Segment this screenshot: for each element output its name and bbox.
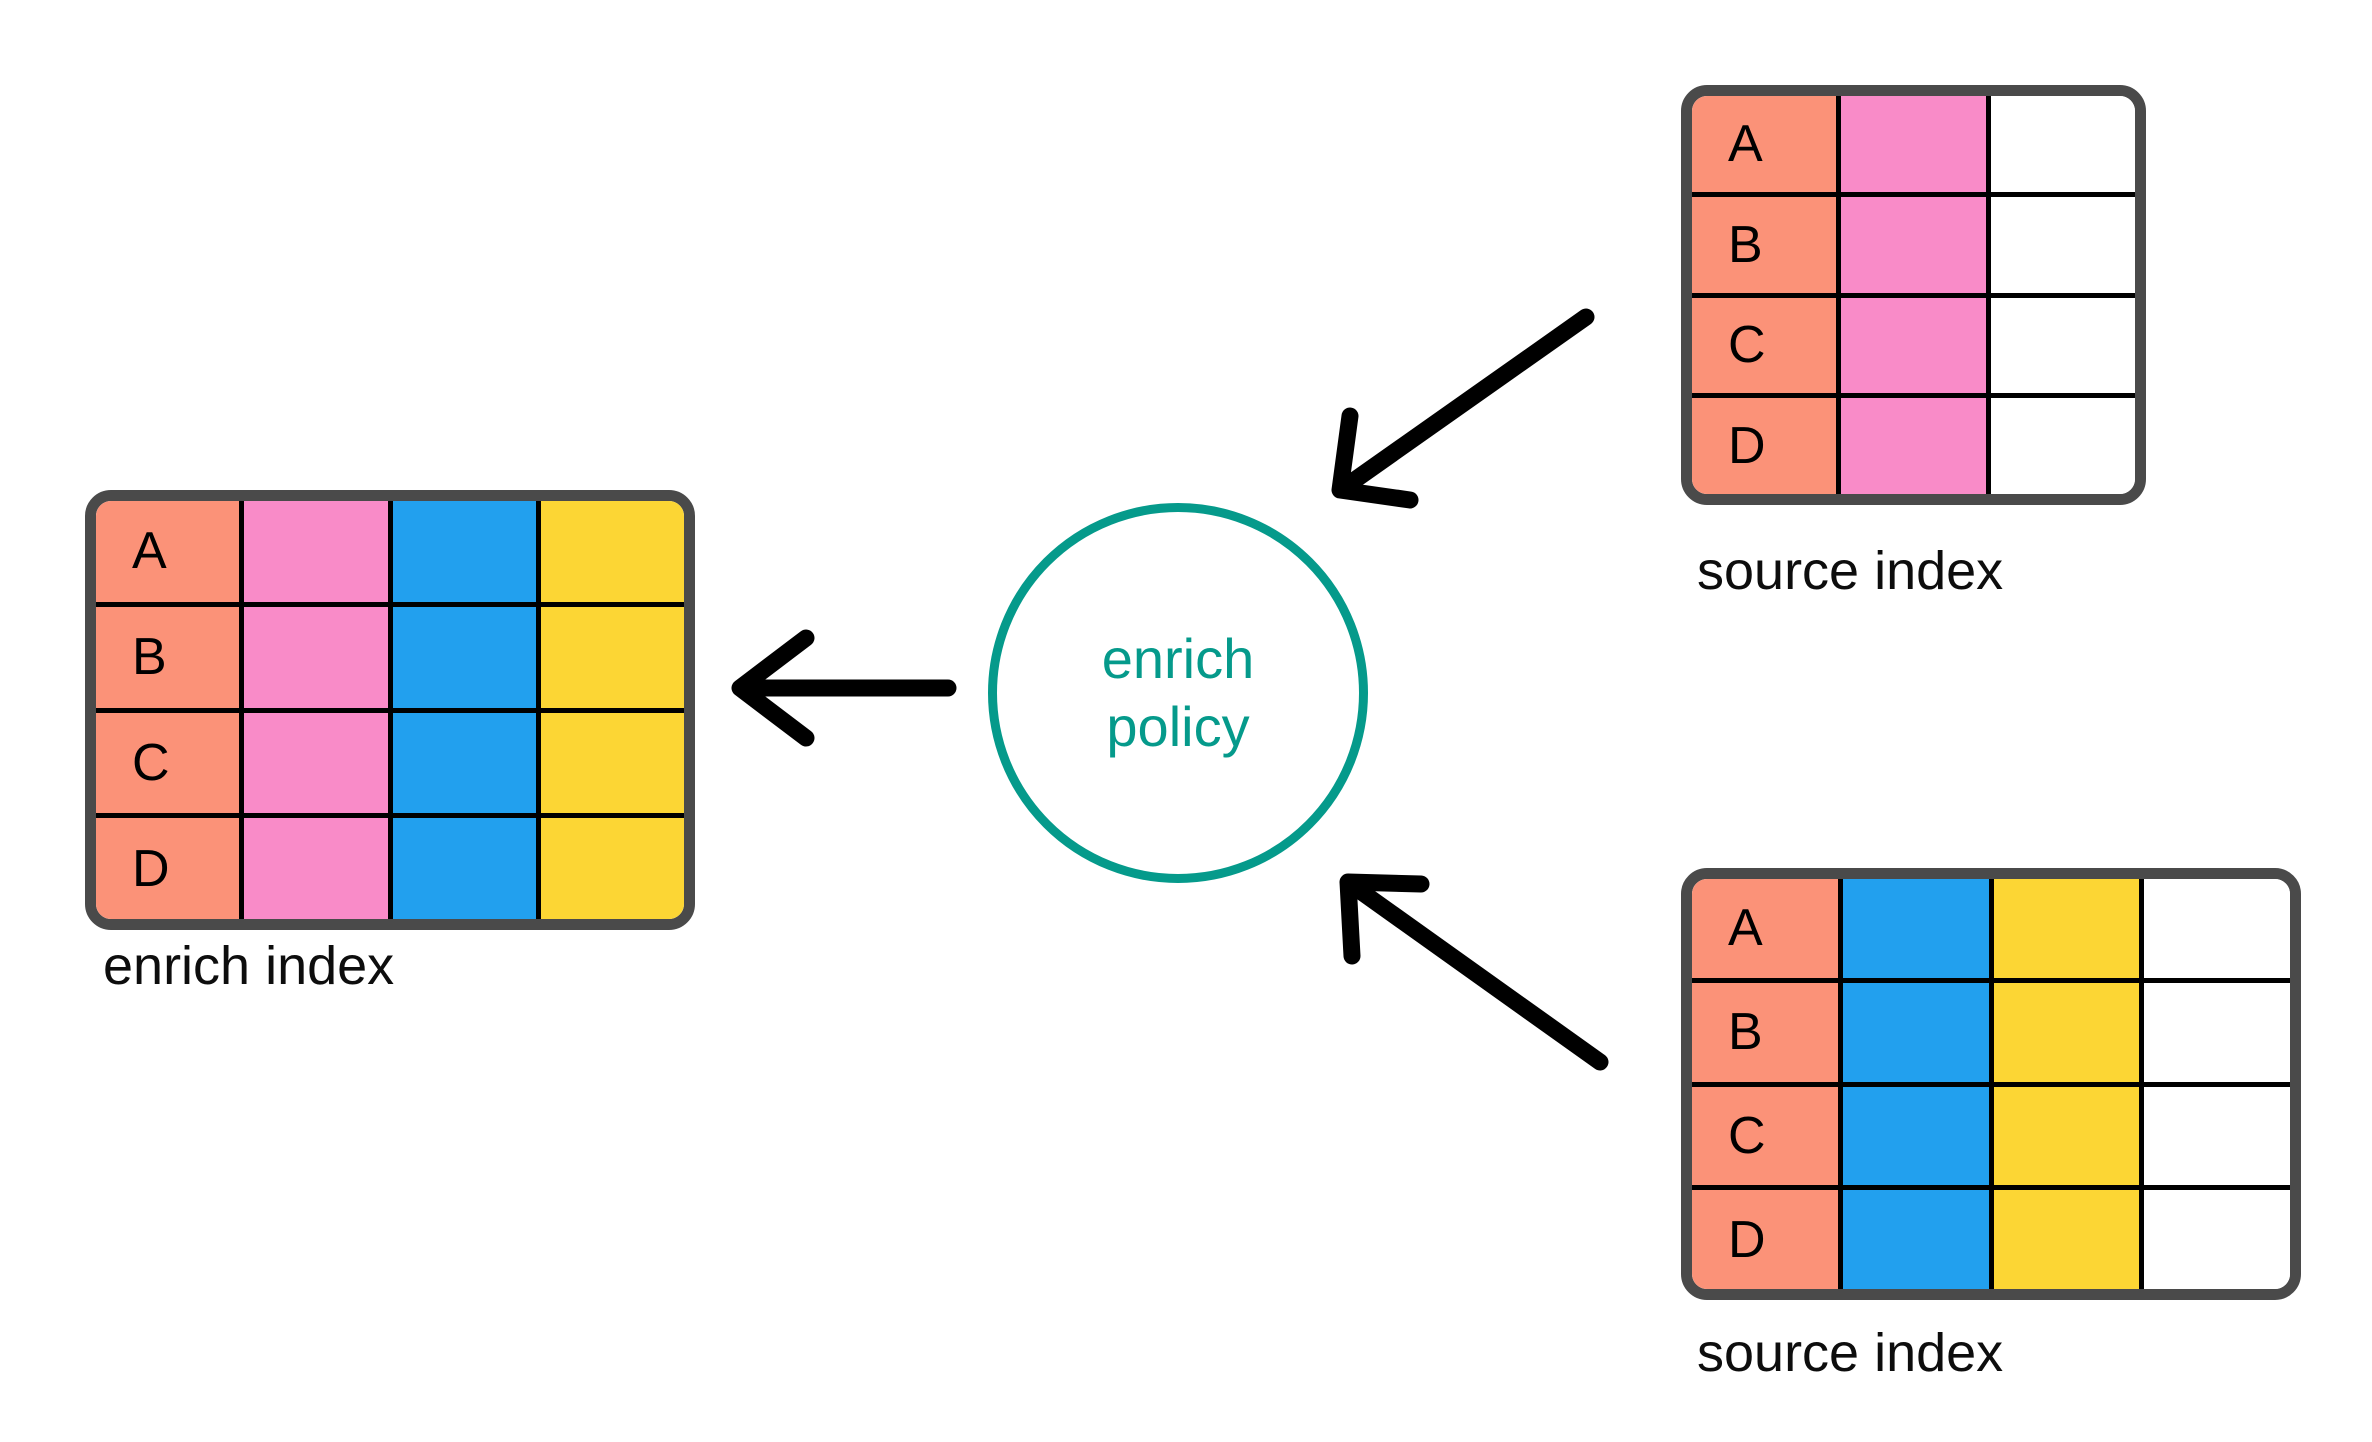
table-row: C: [96, 712, 684, 819]
arrow-top-source-to-policy-icon: [1331, 308, 1595, 509]
pink-field-cell: [1841, 398, 1991, 494]
pink-field-cell: [244, 606, 393, 708]
pink-field-cell: [1841, 96, 1991, 192]
key-cell: A: [96, 501, 245, 602]
key-letter: B: [1728, 1003, 1763, 1062]
source-index-top-caption: source index: [1697, 541, 2004, 601]
empty-field-cell: [1990, 297, 2135, 394]
blue-field-cell: [1842, 1190, 1994, 1289]
yellow-field-cell: [1993, 1190, 2145, 1289]
key-letter: A: [1728, 899, 1763, 958]
key-cell: D: [1692, 398, 1842, 494]
table-row: A: [1692, 879, 2290, 983]
key-cell: B: [1692, 982, 1843, 1082]
blue-field-cell: [392, 712, 541, 814]
pink-field-cell: [244, 501, 393, 602]
blue-field-cell: [392, 606, 541, 708]
yellow-field-cell: [540, 501, 684, 602]
key-letter: C: [132, 733, 170, 792]
enrich-policy-node: enrich policy: [988, 503, 1368, 883]
blue-field-cell: [1842, 879, 1994, 978]
yellow-field-cell: [540, 818, 684, 919]
policy-label-line2: policy: [1106, 695, 1250, 758]
table-row: A: [96, 501, 684, 607]
key-letter: B: [1728, 215, 1763, 274]
blue-field-cell: [1842, 982, 1994, 1082]
blue-field-cell: [392, 818, 541, 919]
blue-field-cell: [392, 501, 541, 602]
empty-field-cell: [2144, 982, 2290, 1082]
table-row: B: [1692, 982, 2290, 1087]
empty-field-cell: [2144, 1086, 2290, 1186]
key-cell: B: [1692, 196, 1842, 293]
yellow-field-cell: [1993, 982, 2145, 1082]
yellow-field-cell: [540, 606, 684, 708]
pink-field-cell: [244, 712, 393, 814]
key-cell: B: [96, 606, 245, 708]
table-row: D: [96, 818, 684, 919]
table-row: D: [1692, 1190, 2290, 1289]
policy-label-line1: enrich: [1101, 626, 1255, 690]
table-row: A: [1692, 96, 2135, 197]
source-index-bottom-table: A B C D: [1681, 868, 2301, 1300]
pink-field-cell: [1841, 196, 1991, 293]
empty-field-cell: [2144, 1190, 2290, 1289]
arrow-bottom-source-to-policy-icon: [1339, 873, 1609, 1071]
key-cell: A: [1692, 96, 1842, 192]
table-row: B: [1692, 196, 2135, 298]
table-row: C: [1692, 297, 2135, 399]
pink-field-cell: [244, 818, 393, 919]
source-index-bottom-caption: source index: [1697, 1323, 2004, 1383]
key-cell: D: [1692, 1190, 1843, 1289]
key-letter: C: [1728, 1106, 1766, 1165]
empty-field-cell: [1990, 96, 2135, 192]
table-row: C: [1692, 1086, 2290, 1191]
key-letter: C: [1728, 316, 1766, 375]
yellow-field-cell: [540, 712, 684, 814]
key-cell: C: [96, 712, 245, 814]
empty-field-cell: [2144, 879, 2290, 978]
key-letter: D: [132, 839, 170, 898]
empty-field-cell: [1990, 196, 2135, 293]
key-letter: A: [132, 522, 167, 581]
key-cell: C: [1692, 297, 1842, 394]
key-cell: D: [96, 818, 245, 919]
key-letter: D: [1728, 417, 1766, 476]
key-cell: A: [1692, 879, 1843, 978]
yellow-field-cell: [1993, 1086, 2145, 1186]
blue-field-cell: [1842, 1086, 1994, 1186]
empty-field-cell: [1990, 398, 2135, 494]
source-index-top-table: A B C D: [1681, 85, 2146, 505]
key-letter: D: [1728, 1210, 1766, 1269]
key-cell: C: [1692, 1086, 1843, 1186]
yellow-field-cell: [1993, 879, 2145, 978]
key-letter: B: [132, 628, 167, 687]
enrich-index-caption: enrich index: [103, 936, 395, 996]
key-letter: A: [1728, 114, 1763, 173]
arrow-policy-to-enrich-index-icon: [731, 629, 957, 747]
pink-field-cell: [1841, 297, 1991, 394]
enrich-index-table: A B C D: [85, 490, 695, 930]
table-row: B: [96, 606, 684, 713]
table-row: D: [1692, 398, 2135, 494]
